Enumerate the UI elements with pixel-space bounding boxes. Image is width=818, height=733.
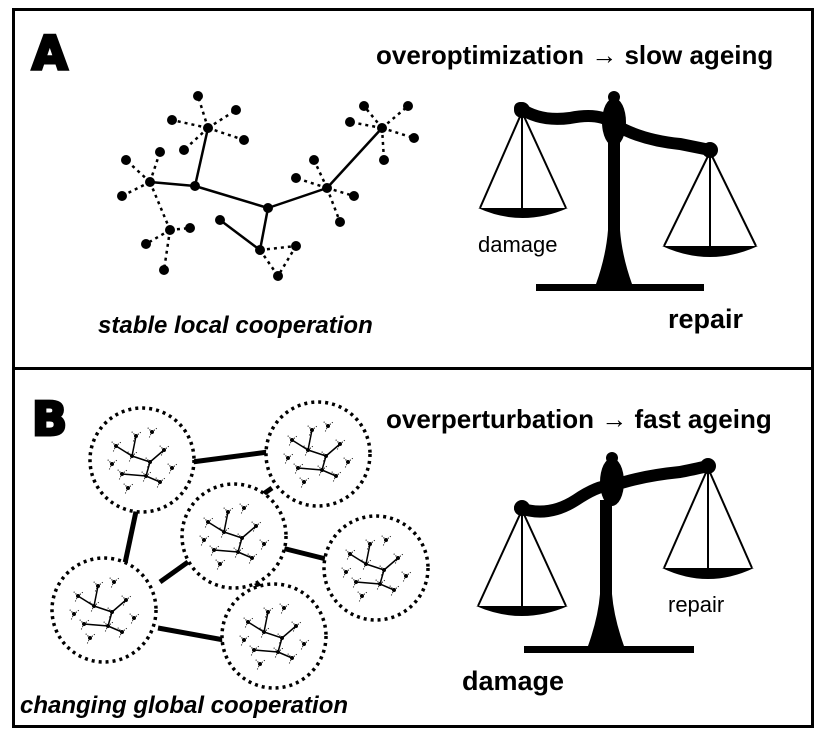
module-mini-network bbox=[282, 420, 354, 489]
panel-a-title: overoptimization → slow ageing bbox=[376, 40, 774, 70]
panel-b-title: overperturbation → fast ageing bbox=[386, 404, 772, 434]
panel-b-repair-label: repair bbox=[668, 592, 725, 617]
module-mini-network bbox=[68, 576, 140, 645]
module-mini-network bbox=[198, 502, 270, 571]
module-mini-network bbox=[238, 602, 310, 671]
module-mini-network bbox=[106, 426, 178, 495]
panel-a bbox=[12, 8, 814, 370]
panel-a-damage-label: damage bbox=[478, 232, 558, 257]
panel-a-repair-label: repair bbox=[668, 304, 744, 334]
panel-b-letter: B bbox=[30, 391, 68, 448]
panel-a-letter: A bbox=[31, 25, 70, 82]
panel-a-caption: stable local cooperation bbox=[98, 312, 373, 339]
panel-b-damage-label: damage bbox=[462, 666, 565, 696]
module-mini-network bbox=[340, 534, 412, 603]
panel-b-caption: changing global cooperation bbox=[20, 692, 349, 719]
